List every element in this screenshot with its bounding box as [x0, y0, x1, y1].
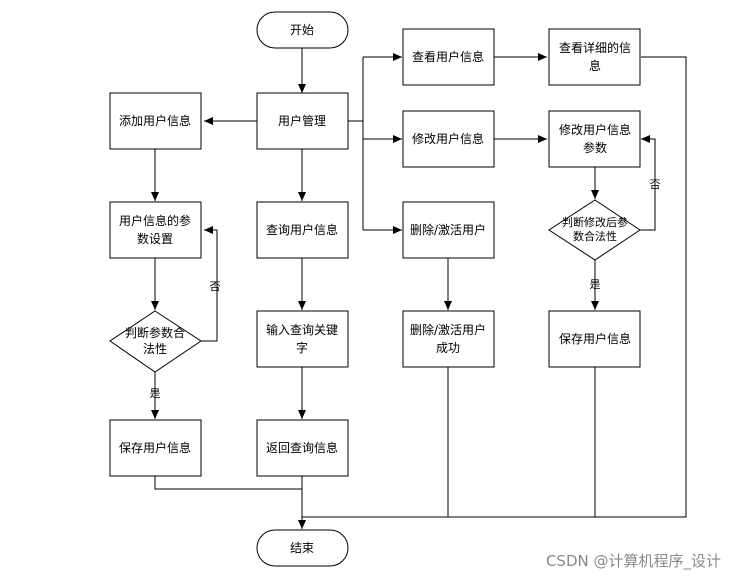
delete-success-label-line1: 删除/激活用户	[410, 322, 486, 337]
edge-detail-to-end	[595, 56, 687, 518]
view-user-box	[402, 28, 495, 86]
user-mgmt-box	[256, 92, 349, 150]
param-set-box	[109, 201, 202, 259]
param-set-label-line1: 用户信息的参	[119, 213, 191, 228]
param-set-label-line2: 数设置	[137, 231, 173, 246]
delete-success-box	[402, 310, 495, 368]
start-label: 开始	[290, 23, 314, 37]
query-user-label: 查询用户信息	[266, 222, 338, 237]
yes-label-left: 是	[150, 387, 161, 400]
view-user-label: 查看用户信息	[412, 49, 484, 64]
start-terminal	[256, 11, 349, 49]
judge-left-diamond	[109, 310, 202, 373]
delete-success-label-line2: 成功	[436, 341, 460, 355]
end-terminal	[256, 529, 349, 567]
edge-save-right-to-end	[448, 367, 596, 518]
delete-user-label: 删除/激活用户	[410, 222, 486, 237]
judge-right-label-line1: 判断修改后参	[562, 215, 628, 229]
watermark: CSDN @计算机程序_设计	[546, 552, 721, 571]
input-kw-box	[256, 310, 349, 368]
add-user-box	[109, 92, 202, 150]
judge-right-label-line2: 数合法性	[573, 229, 617, 243]
modify-param-label-line1: 修改用户信息	[559, 122, 631, 137]
modify-param-box	[548, 110, 641, 168]
save-right-label: 保存用户信息	[559, 331, 631, 346]
modify-param-label-line2: 参数	[583, 140, 607, 155]
edge-labels: 否 是 否 是	[150, 178, 661, 400]
edge-judge-no-loop-right	[640, 135, 656, 231]
return-query-label: 返回查询信息	[266, 440, 338, 455]
query-user-box	[256, 201, 349, 259]
edge-judge-no-loop-left	[201, 226, 218, 342]
shapes	[109, 11, 641, 567]
end-label: 结束	[290, 541, 314, 555]
no-label-left: 否	[210, 280, 221, 293]
save-left-box	[109, 419, 202, 477]
save-left-label: 保存用户信息	[119, 440, 191, 455]
view-detail-label-line1: 查看详细的信	[559, 40, 631, 55]
view-detail-box	[548, 28, 641, 86]
input-kw-label-line2: 字	[296, 340, 308, 355]
add-user-label: 添加用户信息	[119, 113, 191, 128]
modify-user-box	[402, 110, 495, 168]
view-detail-label-line2: 息	[589, 58, 601, 73]
input-kw-label-line1: 输入查询关键	[266, 322, 338, 337]
no-label-right: 否	[650, 178, 661, 191]
judge-right-diamond	[548, 199, 641, 261]
yes-label-right: 是	[590, 278, 601, 291]
edge-save-left-to-end	[154, 476, 302, 490]
user-mgmt-label: 用户管理	[278, 113, 326, 128]
return-query-box	[256, 419, 349, 477]
save-right-box	[548, 310, 641, 368]
connectors	[151, 48, 687, 529]
modify-user-label: 修改用户信息	[412, 131, 484, 146]
judge-left-label-line2: 法性	[143, 342, 167, 356]
delete-user-box	[402, 201, 495, 259]
node-labels: 开始 用户管理 添加用户信息 用户信息的参 数设置 判断参数合 法性 保存用户信…	[119, 23, 631, 555]
judge-left-label-line1: 判断参数合	[125, 325, 185, 340]
